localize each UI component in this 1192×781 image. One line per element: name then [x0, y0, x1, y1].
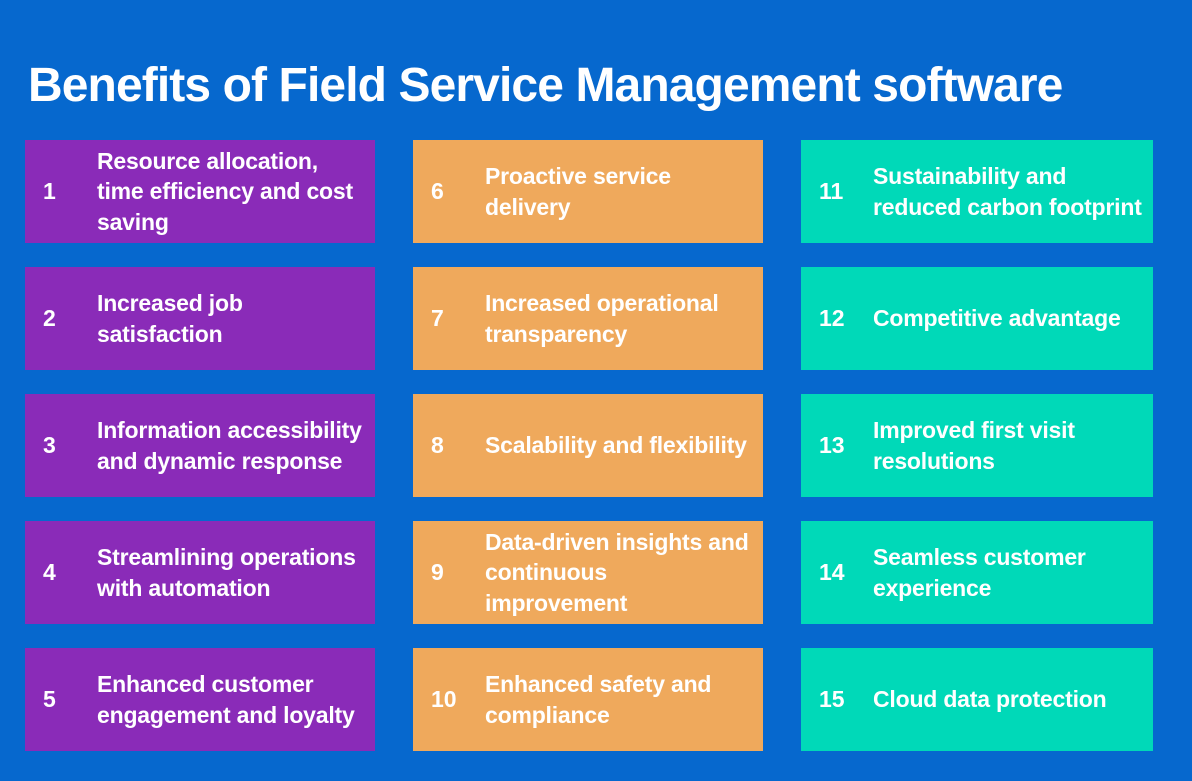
benefit-card[interactable]: 4 Streamlining operations with automatio… [25, 521, 375, 624]
benefit-number: 11 [819, 177, 844, 204]
benefit-card[interactable]: 6 Proactive service delivery [413, 140, 763, 243]
page-title: Benefits of Field Service Management sof… [28, 59, 1063, 112]
benefit-card[interactable]: 15 Cloud data protection [801, 648, 1153, 751]
benefit-label: Enhanced customer engagement and loyalty [97, 671, 355, 728]
benefit-number: 9 [431, 558, 444, 585]
benefit-card[interactable]: 9 Data-driven insights and continuous im… [413, 521, 763, 624]
benefit-label: Enhanced safety and compliance [485, 671, 712, 728]
benefit-label: Proactive service delivery [485, 163, 671, 220]
benefit-card[interactable]: 10 Enhanced safety and compliance [413, 648, 763, 751]
benefit-card[interactable]: 12 Competitive advantage [801, 267, 1153, 370]
benefit-number: 2 [43, 304, 56, 331]
benefit-number: 5 [43, 685, 56, 712]
benefit-card[interactable]: 13 Improved first visit resolutions [801, 394, 1153, 497]
benefit-label: Information accessibility and dynamic re… [97, 417, 362, 474]
benefit-label: Resource allocation, time efficiency and… [97, 147, 353, 235]
benefit-card[interactable]: 8 Scalability and flexibility [413, 394, 763, 497]
benefit-card[interactable]: 3 Information accessibility and dynamic … [25, 394, 375, 497]
benefit-number: 14 [819, 558, 845, 585]
benefit-label: Improved first visit resolutions [873, 417, 1075, 474]
benefit-number: 15 [819, 685, 845, 712]
benefit-label: Scalability and flexibility [485, 432, 747, 459]
benefit-label: Competitive advantage [873, 305, 1121, 332]
benefit-number: 13 [819, 431, 845, 458]
benefit-label: Seamless customer experience [873, 544, 1086, 601]
benefit-label: Increased operational transparency [485, 290, 719, 347]
benefit-number: 7 [431, 304, 444, 331]
benefit-number: 3 [43, 431, 56, 458]
benefit-card[interactable]: 5 Enhanced customer engagement and loyal… [25, 648, 375, 751]
benefit-number: 8 [431, 431, 444, 458]
benefit-number: 1 [43, 177, 56, 204]
benefit-label: Data-driven insights and continuous impr… [485, 528, 749, 616]
benefit-number: 10 [431, 685, 457, 712]
benefit-label: Streamlining operations with automation [97, 544, 356, 601]
benefits-grid: 1 Resource allocation, time efficiency a… [25, 140, 1153, 756]
benefit-card[interactable]: 14 Seamless customer experience [801, 521, 1153, 624]
benefit-card[interactable]: 1 Resource allocation, time efficiency a… [25, 140, 375, 243]
benefit-card[interactable]: 11 Sustainability and reduced carbon foo… [801, 140, 1153, 243]
benefit-number: 4 [43, 558, 56, 585]
benefit-label: Sustainability and reduced carbon footpr… [873, 163, 1142, 220]
benefit-label: Increased job satisfaction [97, 290, 243, 347]
benefit-label: Cloud data protection [873, 686, 1107, 713]
benefit-number: 12 [819, 304, 845, 331]
benefit-number: 6 [431, 177, 444, 204]
benefit-card[interactable]: 2 Increased job satisfaction [25, 267, 375, 370]
benefit-card[interactable]: 7 Increased operational transparency [413, 267, 763, 370]
